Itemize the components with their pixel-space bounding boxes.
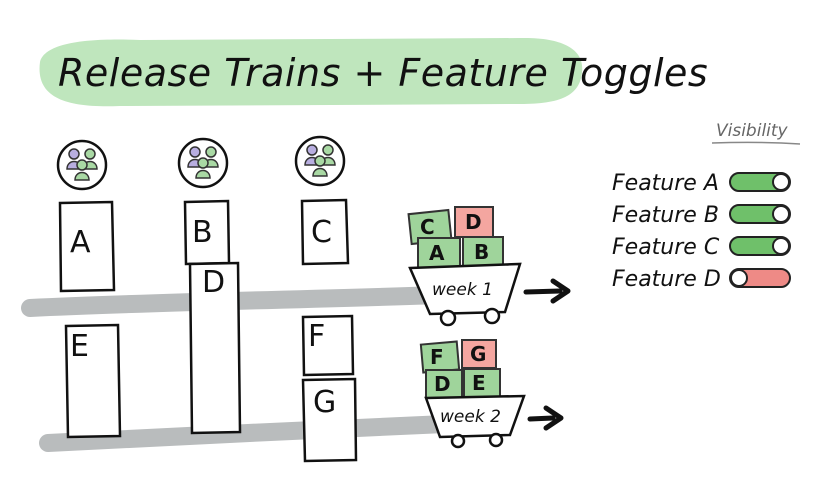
visibility-panel: Visibility Feature A Feature B Feature C…	[612, 121, 801, 292]
feature-box-g: G	[301, 377, 358, 463]
train-week-1: C D A B week 1	[407, 206, 571, 327]
crate-label: C	[420, 215, 435, 239]
cart-week-2: week 2	[424, 394, 526, 449]
feature-c-label: Feature C	[612, 235, 720, 260]
wheel	[488, 432, 504, 448]
visibility-heading: Visibility	[716, 121, 789, 141]
feature-box-b-label: B	[192, 215, 213, 250]
title-banner: Release Trains + Feature Toggles	[39, 37, 708, 107]
feature-box-g-label: G	[313, 385, 336, 420]
toggle-knob	[730, 269, 748, 287]
team-icons	[56, 135, 346, 191]
feature-row-b: Feature B	[612, 203, 719, 228]
crates-week-2: F G D E	[419, 339, 501, 399]
feature-box-c: C	[300, 198, 350, 266]
track-week-2	[39, 415, 454, 452]
feature-row-d: Feature D	[612, 267, 721, 292]
team-3-icon	[294, 135, 346, 187]
feature-box-d-label: D	[202, 265, 225, 300]
feature-box-f-label: F	[308, 319, 325, 354]
crate-label: E	[472, 371, 486, 395]
crate-label: B	[474, 240, 489, 264]
crate: D	[425, 369, 463, 399]
crate-label: D	[465, 210, 482, 234]
feature-d-label: Feature D	[612, 267, 721, 292]
visibility-toggles	[729, 172, 791, 288]
feature-box-a-label: A	[70, 225, 91, 260]
feature-box-d: D	[188, 261, 242, 435]
page-title: Release Trains + Feature Toggles	[58, 51, 708, 95]
feature-box-e-label: E	[70, 329, 89, 364]
team-1-icon	[56, 139, 108, 191]
arrow-right-icon	[527, 405, 564, 431]
crate: F	[419, 340, 461, 374]
feature-box-b: B	[183, 199, 231, 266]
crate: E	[463, 368, 501, 398]
crate: D	[454, 206, 494, 238]
train-week-2: F G D E week 2	[419, 339, 564, 449]
feature-row-a: Feature A	[612, 171, 719, 196]
feature-row-c: Feature C	[612, 235, 720, 260]
feature-box-f: F	[301, 314, 355, 377]
crate-label: F	[430, 345, 444, 369]
feature-a-label: Feature A	[612, 171, 719, 196]
feature-box-e: E	[64, 323, 122, 439]
feature-toggle[interactable]	[729, 204, 791, 224]
crate-label: G	[470, 342, 486, 366]
cart-label-week-2: week 2	[440, 407, 501, 427]
crate-label: D	[434, 372, 451, 396]
feature-toggle[interactable]	[729, 268, 791, 288]
toggle-knob	[772, 237, 790, 255]
crates-week-1: C D A B	[407, 206, 504, 269]
feature-box-c-label: C	[311, 215, 332, 250]
crate: B	[462, 236, 504, 268]
cart-label-week-1: week 1	[432, 280, 493, 300]
crate: G	[461, 339, 497, 369]
wheel	[439, 309, 457, 327]
feature-box-a: A	[58, 200, 116, 293]
wheel	[483, 307, 501, 325]
toggle-knob	[772, 173, 790, 191]
cart-week-1: week 1	[408, 262, 522, 327]
wheel	[450, 433, 466, 449]
feature-boxes: A B C D E F G	[58, 198, 358, 463]
toggle-knob	[772, 205, 790, 223]
feature-b-label: Feature B	[612, 203, 719, 228]
arrow-right-icon	[523, 278, 571, 304]
feature-toggle[interactable]	[729, 172, 791, 192]
team-2-icon	[177, 137, 229, 189]
crate: A	[417, 237, 461, 269]
feature-toggle[interactable]	[729, 236, 791, 256]
crate-label: A	[429, 241, 445, 265]
